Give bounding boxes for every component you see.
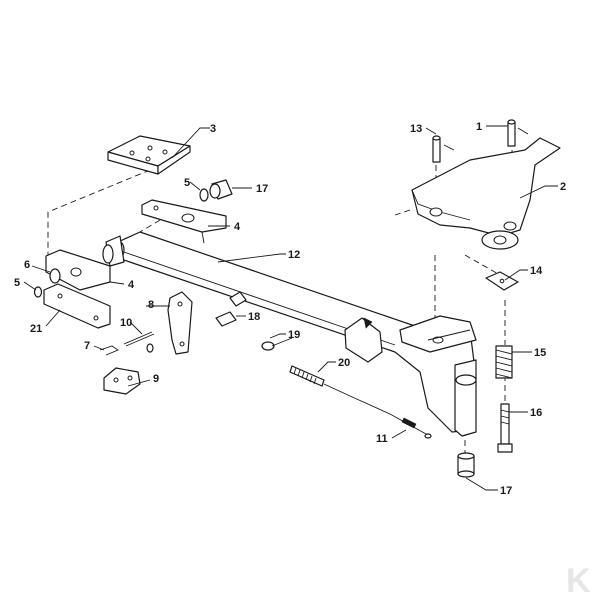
part-3-mounting-plate [107,135,191,175]
label-13: 13 [410,123,422,135]
label-17-lower: 17 [500,485,512,497]
part-12-main-frame [102,231,477,437]
part-11-cable [349,395,432,439]
label-8: 8 [148,299,154,311]
part-9-base-plate [103,367,141,395]
label-2: 2 [560,181,566,193]
label-21: 21 [30,323,42,335]
part-2-pivot-arm [411,137,561,250]
label-19: 19 [288,329,300,341]
part-6-bushing [49,268,61,284]
part-17-lower-bushing [457,452,475,478]
label-16: 16 [530,407,542,419]
leader-lines [23,125,558,491]
part-4-lower-bracket [45,249,111,291]
part-13-pin [432,135,455,163]
label-10: 10 [120,317,132,329]
label-17-upper: 17 [256,183,268,195]
label-4-lower: 4 [128,279,135,291]
part-14-plate [485,271,519,291]
label-11: 11 [376,433,388,445]
part-7-clip [99,345,119,356]
part-5-upper-washer [199,188,209,202]
label-9: 9 [153,373,159,385]
label-3: 3 [210,123,216,135]
label-5-upper: 5 [184,177,190,189]
part-5-lower-washer [33,286,43,298]
label-12: 12 [288,249,300,261]
part-15-spring [495,345,513,379]
label-14: 14 [530,265,543,277]
label-15: 15 [534,347,546,359]
part-1-pin [507,119,529,147]
part-10-rod [123,331,155,353]
watermark-logo: K [566,562,591,600]
label-20: 20 [338,357,350,369]
callout-labels: 3 5 17 4 12 13 1 2 14 15 16 17 6 5 4 21 … [14,121,566,497]
label-1: 1 [476,121,482,133]
label-7: 7 [84,340,90,352]
part-16-bolt [497,403,513,453]
label-18: 18 [248,311,260,323]
label-4-upper: 4 [234,221,241,233]
part-20-tension-spring [289,365,351,397]
label-6: 6 [24,259,30,271]
part-17-upper-bushing [209,179,233,200]
part-4-upper-bracket [141,199,227,244]
part-19-eye-bolt [261,337,293,351]
part-18-connector [215,291,247,327]
part-21-front-plate [43,283,111,329]
label-5-lower: 5 [14,277,20,289]
part-8-lever-bracket [167,291,193,355]
